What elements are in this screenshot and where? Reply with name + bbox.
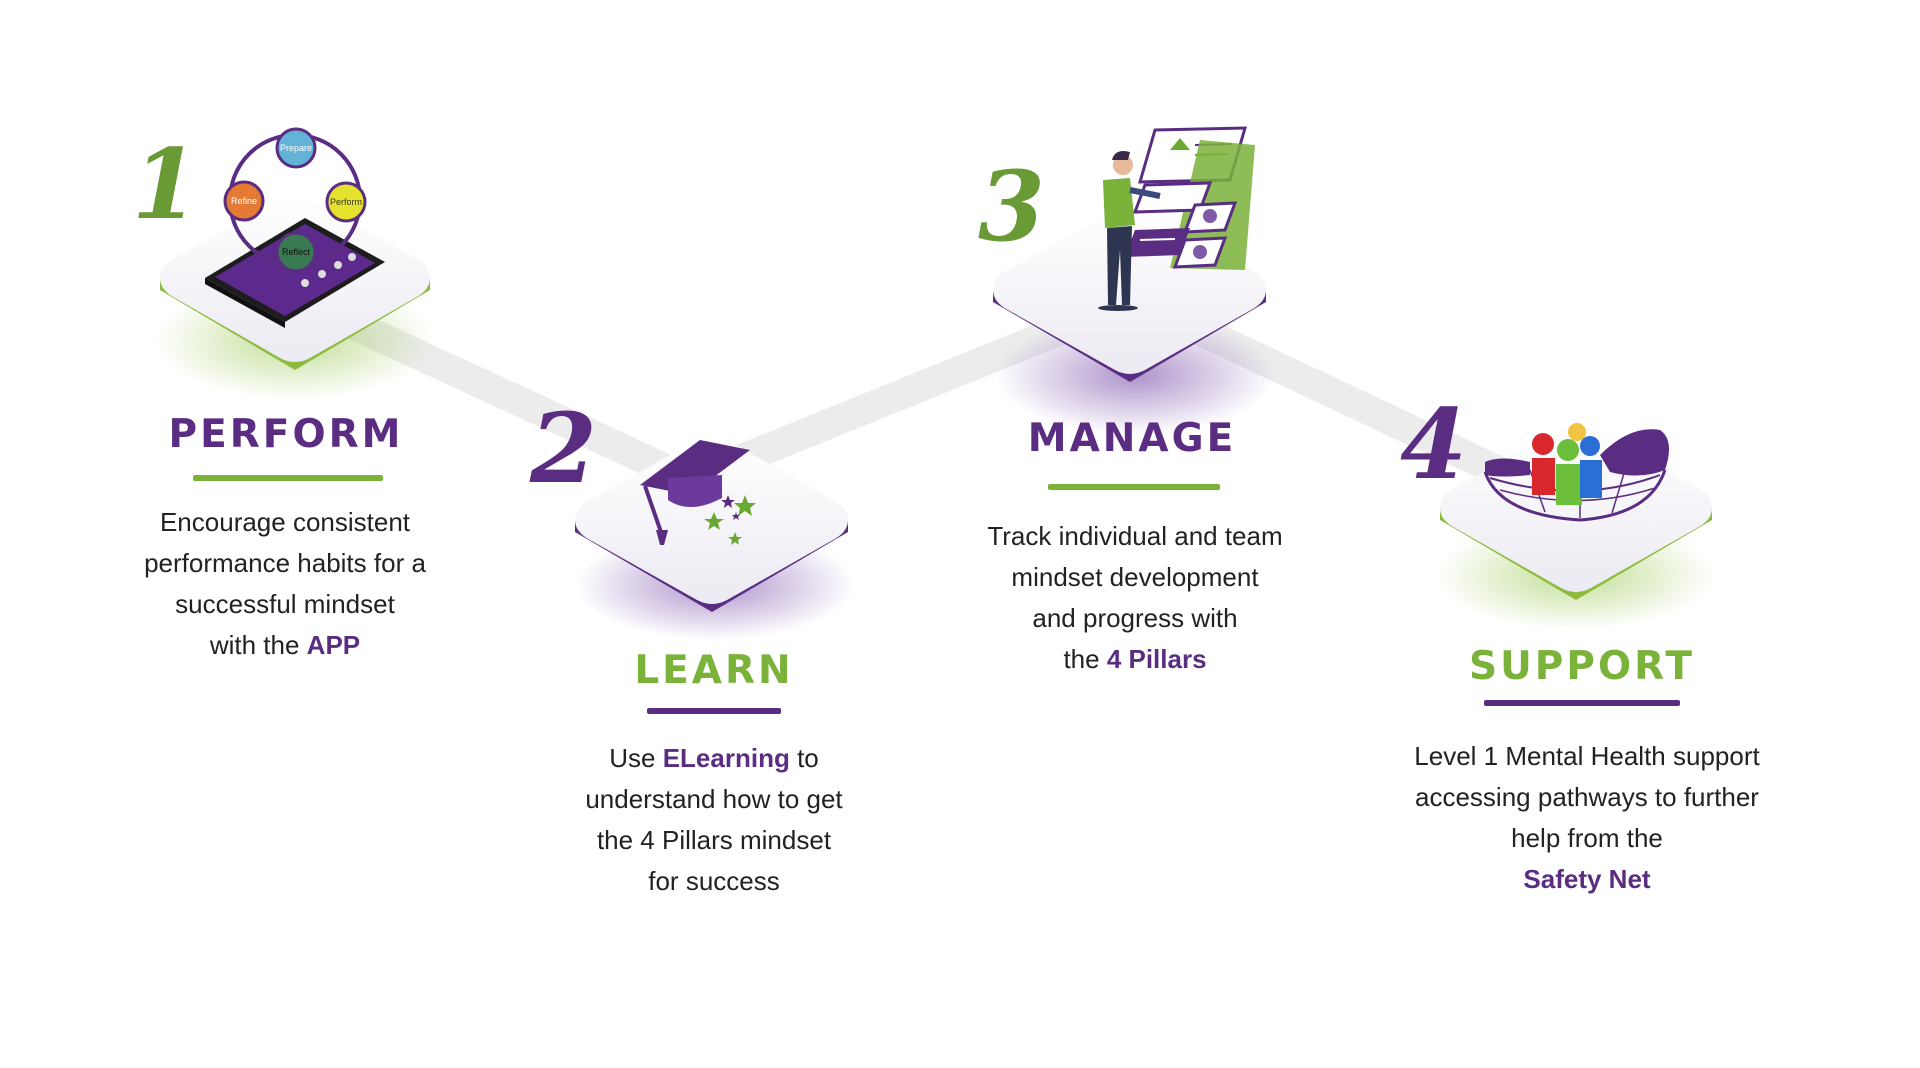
graduation-cap-icon — [640, 440, 756, 545]
step-heading-manage: MANAGE — [1027, 416, 1237, 461]
desc-text: the — [1063, 644, 1107, 674]
highlight-4-pillars: 4 Pillars — [1106, 644, 1207, 674]
step-description-manage: Track individual and team mindset develo… — [905, 516, 1365, 680]
desc-line: Safety Net — [1357, 859, 1817, 900]
desc-text: Use — [609, 743, 663, 773]
desc-line: accessing pathways to further — [1415, 782, 1759, 812]
step-underline-manage — [1048, 484, 1220, 490]
step-number-3: 3 — [978, 150, 1045, 263]
cycle-label-reflect: Reflect — [282, 247, 311, 257]
highlight-safety-net: Safety Net — [1523, 864, 1651, 894]
step-description-perform: Encourage consistent performance habits … — [55, 502, 515, 666]
desc-line: performance habits for a — [144, 548, 426, 578]
desc-line: successful mindset — [175, 589, 395, 619]
cycle-tablet-icon: Prepare Perform Reflect Refine — [205, 127, 385, 328]
dashboard-person-icon — [1098, 126, 1255, 311]
desc-line: Use ELearning to — [484, 738, 944, 779]
desc-line: for success — [648, 866, 780, 896]
step-heading-perform: PERFORM — [168, 412, 404, 457]
step-description-support: Level 1 Mental Health support accessing … — [1357, 736, 1817, 900]
highlight-app: APP — [306, 630, 361, 660]
desc-line: Encourage consistent — [159, 507, 411, 537]
step-number-1: 1 — [132, 128, 199, 241]
desc-line: Level 1 Mental Health support — [1414, 741, 1760, 771]
step-underline-learn — [647, 708, 781, 714]
desc-line: help from the — [1511, 823, 1663, 853]
highlight-elearning: ELearning — [662, 743, 790, 773]
step-heading-support: SUPPORT — [1469, 644, 1695, 689]
step-description-learn: Use ELearning to understand how to get t… — [484, 738, 944, 902]
step-underline-perform — [193, 475, 383, 481]
connector-path — [293, 285, 1567, 514]
desc-line: the 4 Pillars — [905, 639, 1365, 680]
desc-text: to — [789, 743, 819, 773]
cycle-label-prepare: Prepare — [280, 143, 312, 153]
support-hands-icon — [1483, 423, 1669, 522]
desc-line: with the APP — [55, 625, 515, 666]
cycle-label-refine: Refine — [231, 196, 257, 206]
desc-text: with the — [209, 630, 307, 660]
desc-line: the 4 Pillars mindset — [596, 825, 832, 855]
step-underline-support — [1484, 700, 1680, 706]
desc-line: and progress with — [1032, 603, 1238, 633]
step-heading-learn: LEARN — [634, 648, 794, 693]
step-number-4: 4 — [1400, 388, 1467, 501]
desc-line: understand how to get — [585, 784, 843, 814]
cycle-label-perform: Perform — [330, 197, 362, 207]
desc-line: Track individual and team — [987, 521, 1283, 551]
desc-line: mindset development — [1011, 562, 1259, 592]
step-number-2: 2 — [530, 392, 597, 505]
